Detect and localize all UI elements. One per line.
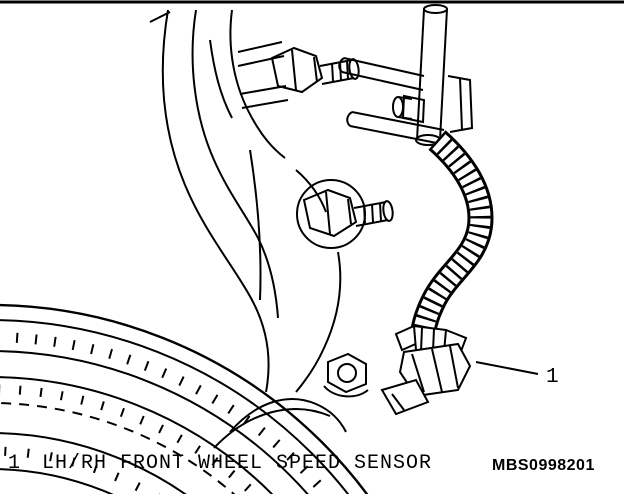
sensor-mounting-bolt bbox=[323, 352, 369, 398]
callout: 1 bbox=[475, 361, 559, 389]
corrugated-harness bbox=[410, 130, 494, 336]
lower-mounting-bolt bbox=[302, 188, 394, 238]
rod-bracket bbox=[338, 57, 474, 145]
caption-index: 1 bbox=[8, 452, 21, 475]
callout-label: 1 bbox=[546, 366, 559, 389]
wheel-speed-sensor bbox=[380, 324, 472, 416]
callout-leader-line bbox=[475, 361, 539, 375]
figure-caption: 1 LH/RH FRONT WHEEL SPEED SENSOR MBS0998… bbox=[8, 452, 595, 475]
figure-reference-code: MBS0998201 bbox=[492, 457, 595, 474]
caption-label: LH/RH FRONT WHEEL SPEED SENSOR bbox=[42, 452, 432, 475]
